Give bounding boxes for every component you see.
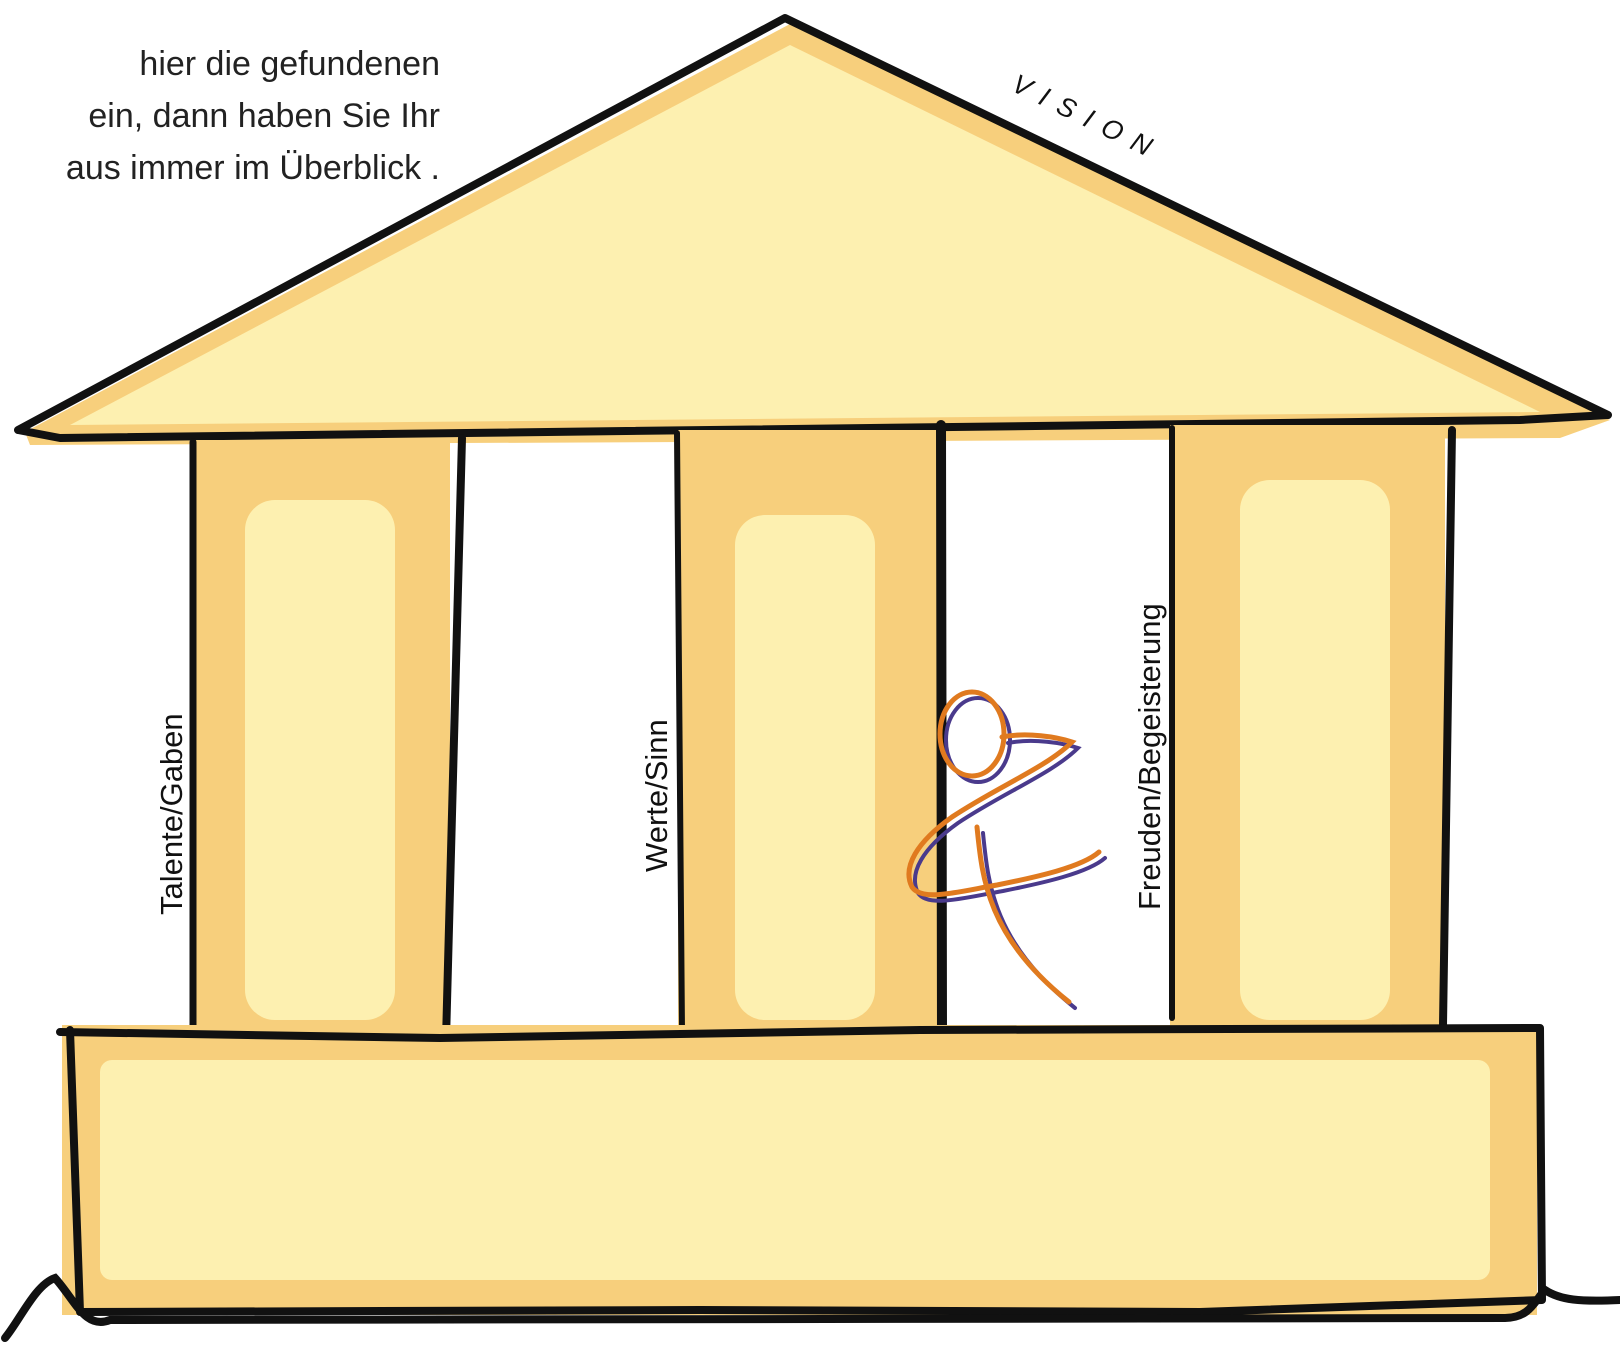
roof: VISION xyxy=(14,14,1612,445)
foundation-outline xyxy=(56,1024,1546,1316)
foundation-fill xyxy=(100,1060,1490,1280)
roof-fill xyxy=(70,45,1540,425)
intro-line-1: hier die gefundenen xyxy=(139,45,440,83)
pillar-1-right-line xyxy=(442,434,466,1044)
intro-line-3: aus immer im Überblick . xyxy=(65,149,440,187)
pillar-label-talente: Talente/Gaben xyxy=(154,713,189,915)
pillar-2-highlight xyxy=(735,515,875,1020)
pillar-3-highlight xyxy=(1240,480,1390,1020)
foundation xyxy=(56,1024,1546,1316)
intro-line-2: ein, dann haben Sie Ihr xyxy=(88,97,440,135)
pillar-label-werte: Werte/Sinn xyxy=(639,719,674,872)
intro-text: hier die gefundenen ein, dann haben Sie … xyxy=(0,38,440,194)
pillar-2-left-line xyxy=(674,430,685,1035)
pillar-werte: Werte/Sinn xyxy=(639,420,947,1040)
pillar-freuden: Freuden/Begeisterung xyxy=(1132,425,1456,1029)
stick-figure-icon xyxy=(906,689,1107,1010)
pillar-label-freuden: Freuden/Begeisterung xyxy=(1132,603,1167,910)
roof-outline xyxy=(14,14,1612,442)
pillar-talente: Talente/Gaben xyxy=(154,434,466,1044)
pillar-3-right-line xyxy=(1439,426,1456,1029)
pillar-1-highlight xyxy=(245,500,395,1020)
ground-line xyxy=(1,1273,1620,1342)
